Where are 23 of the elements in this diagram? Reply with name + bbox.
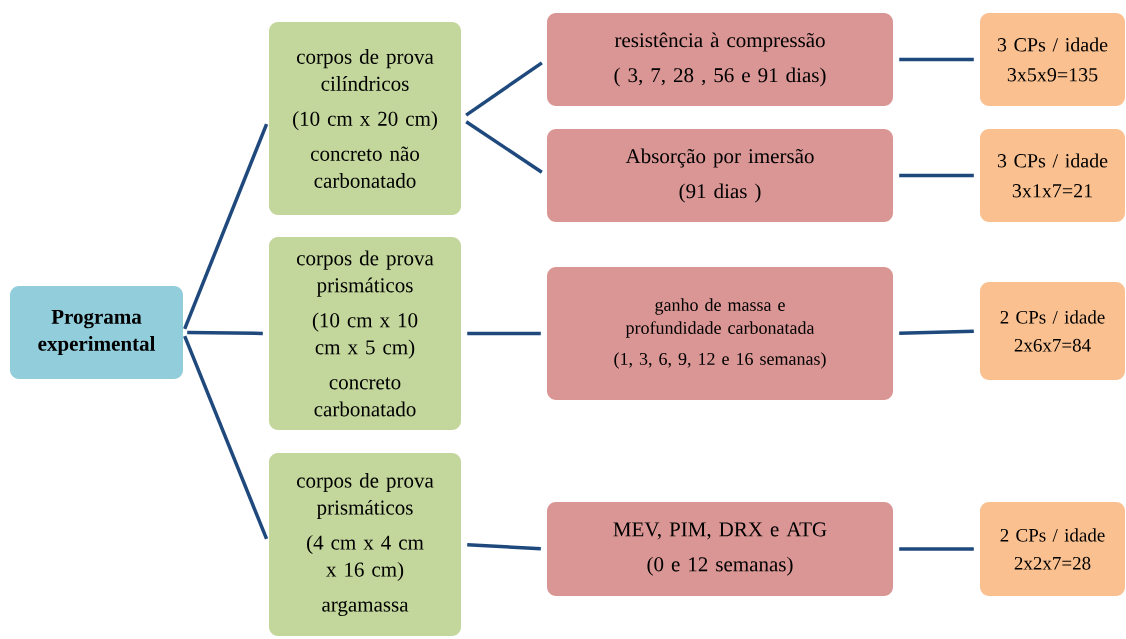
quantity-box: 2 CPs / idade 2x2x7=28 [980, 502, 1125, 596]
test-box: ganho de massa e profundidade carbonatada (1, 3, 6, 9, 12 e 16 semanas) [547, 267, 893, 400]
root-box: Programa experimental [10, 286, 183, 379]
connector-line [899, 173, 974, 178]
test-box: resistência à compressão ( 3, 7, 28 , 56 e 91 dias) [547, 13, 893, 106]
quantity-box: 2 CPs / idade 2x6x7=84 [980, 282, 1125, 380]
specimen-box: corpos de prova cilíndricos (10 cm x 20 cm) concreto não carbonatado [269, 22, 461, 215]
test-box: MEV, PIM, DRX e ATG (0 e 12 semanas) [547, 502, 893, 596]
connector-line [183, 335, 269, 540]
connector-line [187, 330, 263, 336]
connector-line [899, 547, 974, 551]
specimen-box: corpos de prova prismáticos (4 cm x 4 cm x 16 cm) argamassa [269, 453, 461, 636]
connector-line [467, 331, 541, 336]
connector-line [899, 57, 974, 62]
connector-line [465, 120, 543, 174]
quantity-box: 3 CPs / idade 3x1x7=21 [980, 129, 1125, 222]
connector-line [467, 543, 541, 551]
connector-line [465, 61, 543, 117]
connector-line [899, 329, 974, 336]
test-box: Absorção por imersão (91 dias ) [547, 129, 893, 222]
quantity-box: 3 CPs / idade 3x5x9=135 [980, 13, 1125, 106]
specimen-box: corpos de prova prismáticos (10 cm x 10 cm x 5 cm) concreto carbonatado [269, 237, 461, 430]
connector-line [183, 123, 269, 330]
